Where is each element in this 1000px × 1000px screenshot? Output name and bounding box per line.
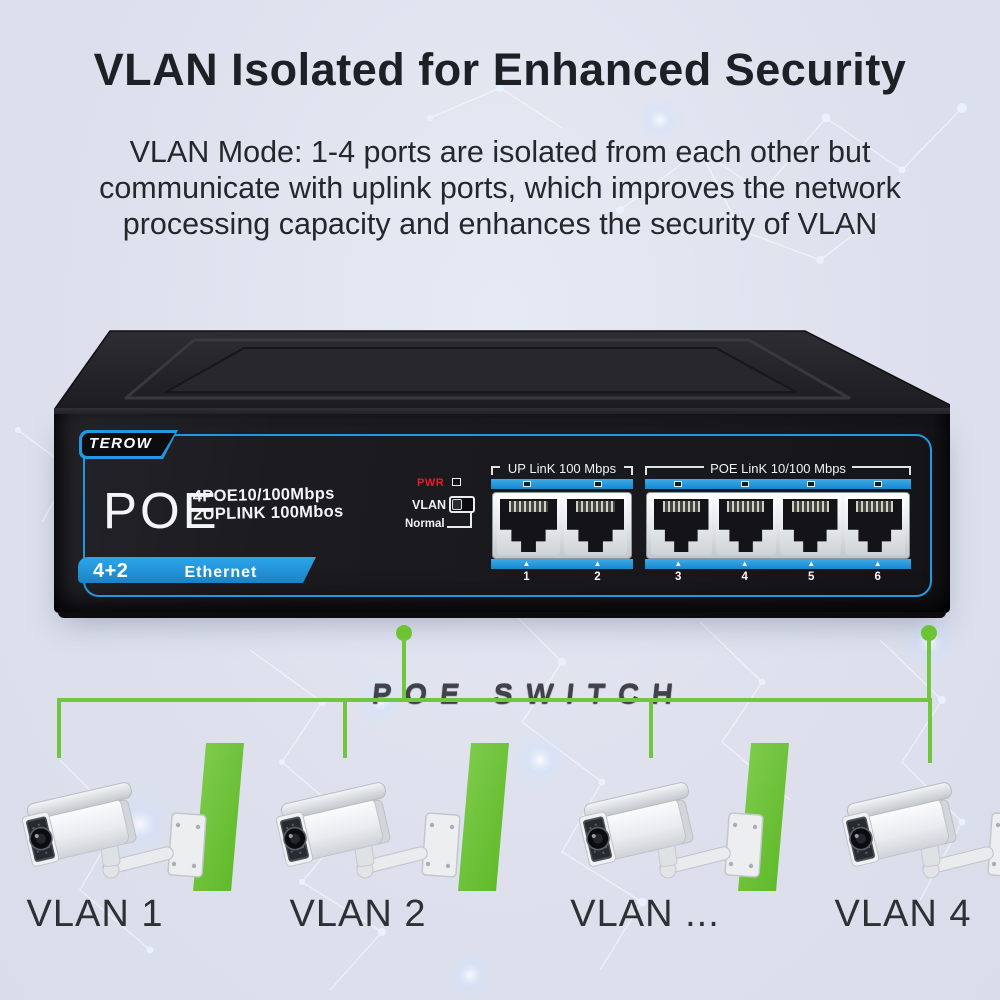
bracket-tick-icon	[623, 466, 633, 475]
connector-dot	[921, 625, 937, 641]
device-bottom-edge	[58, 612, 946, 618]
port-arrow-icon: ▲	[593, 559, 602, 568]
device-top-face: POE SWITCH	[53, 329, 951, 709]
rj45-cavity	[567, 499, 624, 552]
uplink-group-label: UP LinK 100 Mbps	[491, 461, 633, 478]
port-numbers: 1 2	[491, 571, 633, 583]
toggle-bracket-line	[447, 513, 472, 528]
port-arrow-icon: ▲	[807, 559, 816, 568]
power-label: PWR	[417, 477, 445, 489]
model-banner: 4+2 POE Ethernet Switch	[78, 557, 316, 583]
port-number: 2	[594, 571, 601, 583]
camera-drop-line	[57, 698, 61, 758]
link-led-indicator	[807, 480, 816, 488]
spec-text: 4POE10/100Mbps 2UPLINK 100Mbos	[193, 484, 344, 524]
terow-logo-fill	[82, 433, 175, 456]
port-module	[646, 492, 910, 559]
led-bar	[645, 479, 911, 489]
connector-dot	[396, 625, 412, 641]
port-module	[492, 492, 632, 559]
security-camera-vlan2	[272, 780, 461, 879]
page-title: VLAN Isolated for Enhanced Security	[93, 44, 907, 95]
link-led-indicator	[593, 480, 602, 488]
security-camera-vlan4	[838, 780, 1000, 879]
page-description: VLAN Mode: 1-4 ports are isolated from e…	[0, 134, 1000, 242]
link-led-indicator	[740, 480, 749, 488]
description-line: processing capacity and enhances the sec…	[122, 207, 878, 241]
port-number: 4	[741, 571, 748, 583]
port-number: 1	[523, 571, 530, 583]
uplink-port-group: UP LinK 100 Mbps ▲ ▲ 1 2	[491, 461, 633, 587]
device-top-embossed-label: POE SWITCH	[370, 678, 688, 710]
camera-drop-line	[649, 698, 653, 758]
rj45-cavity	[847, 499, 902, 552]
port-arrow-icon: ▲	[873, 559, 882, 568]
bracket-line-icon	[851, 466, 912, 475]
rj45-port-3	[651, 496, 712, 555]
spec-line: 2UPLINK 100Mbos	[193, 502, 344, 524]
rj45-pins	[576, 501, 615, 512]
rj45-port-2	[564, 496, 627, 555]
terow-logo: TEROW	[79, 430, 178, 459]
vlan-mode-label: VLAN	[412, 498, 447, 512]
poe-port-group: POE LinK 10/100 Mbps ▲ ▲ ▲ ▲	[645, 461, 912, 587]
port-numbers: 3 4 5 6	[645, 571, 911, 583]
security-camera-vlan3	[575, 780, 764, 879]
rj45-cavity	[654, 499, 709, 552]
terow-logo-text: TEROW	[89, 435, 153, 452]
rj45-pins	[856, 501, 894, 512]
camera-drop-line	[928, 698, 932, 763]
vlan-label-3: VLAN ...	[570, 893, 720, 935]
security-camera-vlan1	[18, 780, 207, 879]
port-number: 3	[675, 571, 682, 583]
port-number: 5	[808, 571, 815, 583]
mode-toggle-switch	[449, 496, 475, 513]
vlan-label-1: VLAN 1	[26, 893, 164, 935]
uplink-riser-line	[927, 639, 931, 699]
port-arrow-icon: ▲	[740, 559, 749, 568]
bracket-line-icon	[645, 466, 705, 475]
rj45-pins	[662, 501, 700, 512]
vlan-label-4: VLAN 4	[834, 893, 972, 935]
port-number-bar: ▲ ▲	[491, 559, 633, 569]
port-number-bar: ▲ ▲ ▲ ▲	[645, 559, 911, 569]
vlan-label-2: VLAN 2	[289, 893, 427, 935]
rj45-port-6	[844, 496, 905, 555]
bracket-tick-icon	[491, 466, 500, 475]
device-edge-bevel	[54, 408, 950, 417]
uplink-group-label-text: UP LinK 100 Mbps	[507, 461, 617, 476]
uplink-riser-line	[402, 639, 406, 699]
distribution-line	[57, 698, 932, 702]
rj45-pins	[791, 501, 829, 512]
port-arrow-icon: ▲	[522, 559, 531, 568]
description-line: communicate with uplink ports, which imp…	[99, 171, 901, 205]
rj45-cavity	[718, 499, 773, 552]
rj45-pins	[727, 501, 765, 512]
link-led-indicator	[873, 480, 882, 488]
toggle-knob	[452, 499, 462, 510]
description-line: VLAN Mode: 1-4 ports are isolated from e…	[129, 135, 871, 169]
rj45-port-1	[497, 496, 560, 555]
rj45-pins	[509, 501, 548, 512]
led-bar	[491, 479, 633, 489]
link-led-indicator	[522, 480, 531, 488]
rj45-port-4	[715, 496, 776, 555]
rj45-cavity	[500, 499, 557, 552]
link-led-indicator	[674, 480, 683, 488]
camera-drop-line	[343, 698, 347, 758]
rj45-port-5	[780, 496, 841, 555]
panel-blue-outline	[83, 434, 932, 597]
poe-group-label: POE LinK 10/100 Mbps	[645, 461, 912, 478]
poe-group-label-text: POE LinK 10/100 Mbps	[710, 461, 846, 476]
port-number: 6	[874, 571, 881, 583]
port-arrow-icon: ▲	[674, 559, 683, 568]
rj45-cavity	[783, 499, 838, 552]
poe-wordmark: POE	[103, 482, 220, 539]
normal-mode-label: Normal	[405, 518, 445, 530]
power-led-indicator	[452, 478, 461, 486]
